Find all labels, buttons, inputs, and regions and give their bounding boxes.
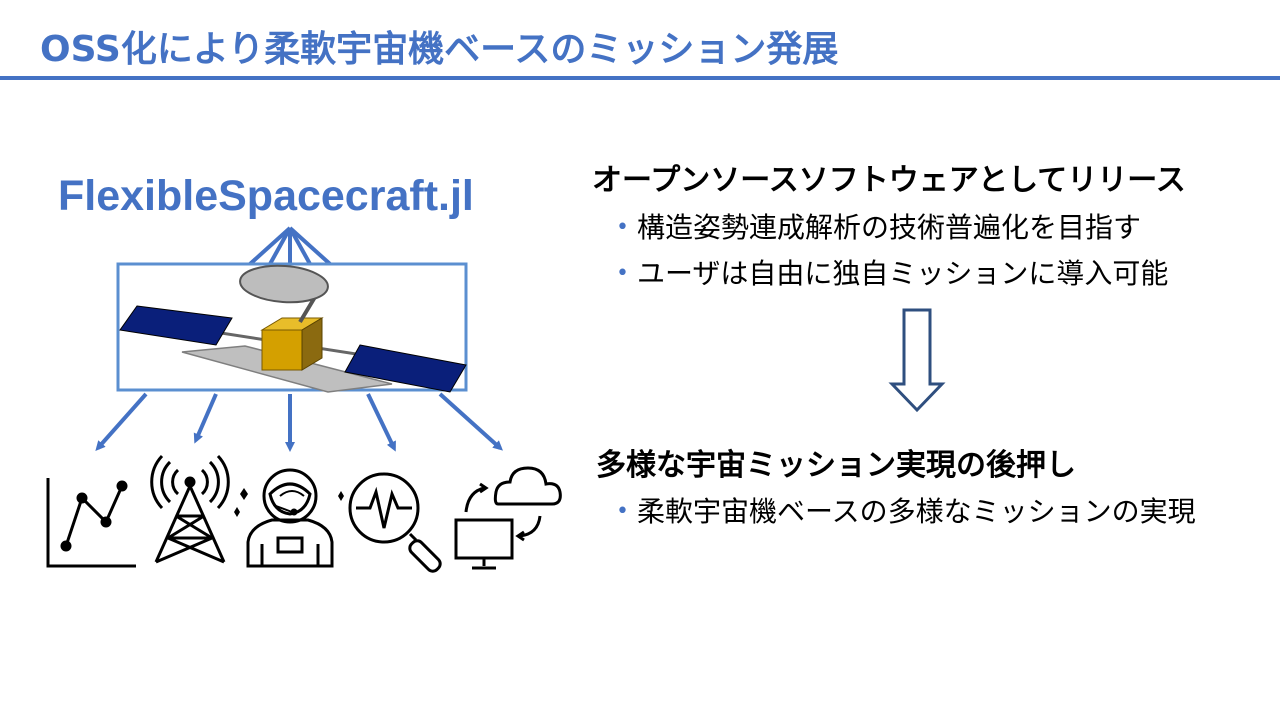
bullet-item: •構造姿勢連成解析の技術普遍化を目指す	[616, 206, 1141, 246]
signal-magnifier-icon	[350, 474, 443, 574]
cloud-computer-sync-icon	[456, 468, 560, 568]
section-heading-release: オープンソースソフトウェアとしてリリース	[592, 155, 1186, 199]
astronaut-icon	[234, 470, 344, 566]
bullet-item: •柔軟宇宙機ベースの多様なミッションの実現	[616, 490, 1196, 530]
bullet-item: •ユーザは自由に独自ミッションに導入可能	[616, 252, 1168, 292]
section-heading-missions: 多様な宇宙ミッション実現の後押し	[596, 440, 1076, 484]
radio-tower-icon	[152, 456, 229, 562]
bullet-text: 柔軟宇宙機ベースの多様なミッションの実現	[637, 495, 1196, 528]
line-chart-icon	[48, 478, 136, 566]
distribution-arrows	[98, 394, 500, 448]
fan-connector	[250, 228, 330, 264]
bullet-text: ユーザは自由に独自ミッションに導入可能	[637, 257, 1168, 290]
down-arrow-icon	[892, 310, 942, 410]
bullet-text: 構造姿勢連成解析の技術普遍化を目指す	[637, 211, 1141, 244]
